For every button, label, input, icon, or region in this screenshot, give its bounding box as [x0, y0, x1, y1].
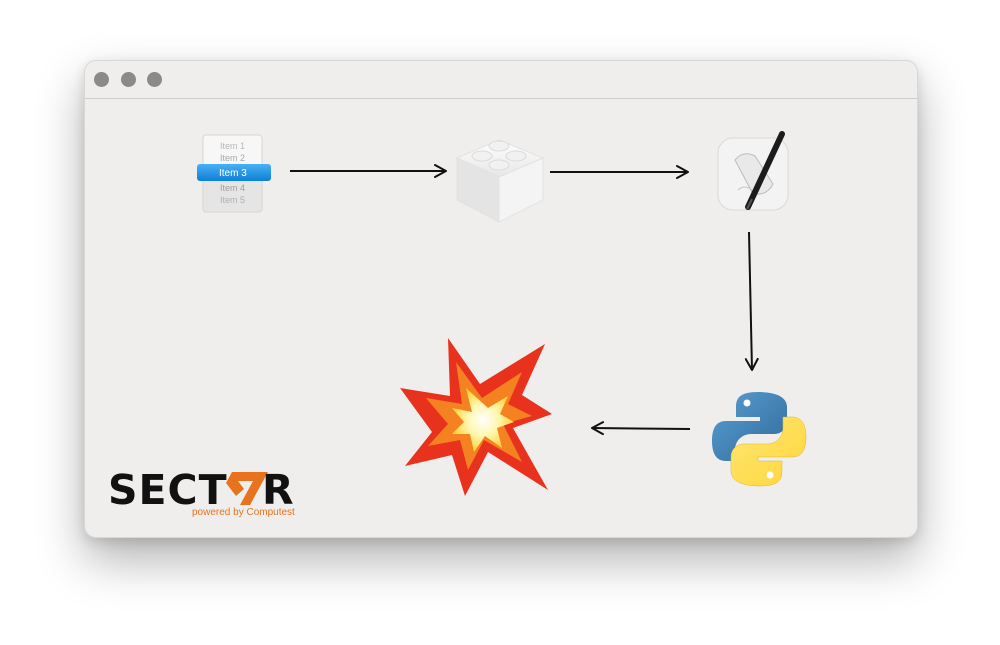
logo-seven-mark — [226, 472, 268, 505]
logo-text-left: SECT — [108, 466, 228, 514]
list-selection-highlight — [197, 164, 271, 181]
logo-tagline: powered by Computest — [192, 507, 295, 518]
list-item-3: Item 3 — [219, 168, 247, 179]
arrow-python-to-explosion — [591, 421, 691, 436]
title-bar — [85, 61, 917, 99]
arrow-editor-to-python — [744, 231, 759, 371]
minimize-button[interactable] — [121, 72, 136, 87]
list-item-5: Item 5 — [220, 195, 245, 205]
list-box-icon: Item 1 Item 2 Item 3 Item 4 Item 5 — [197, 134, 271, 213]
close-button[interactable] — [94, 72, 109, 87]
lego-brick-icon — [455, 139, 545, 223]
logo-text-right: R — [262, 466, 295, 514]
list-item-4: Item 4 — [220, 183, 245, 193]
sector7-logo: SECT R powered by Computest — [108, 466, 295, 518]
explosion-icon — [400, 338, 552, 496]
list-item-1: Item 1 — [220, 141, 245, 151]
list-item-2: Item 2 — [220, 153, 245, 163]
zoom-button[interactable] — [147, 72, 162, 87]
script-editor-icon — [717, 131, 789, 211]
python-logo-icon — [712, 392, 807, 487]
